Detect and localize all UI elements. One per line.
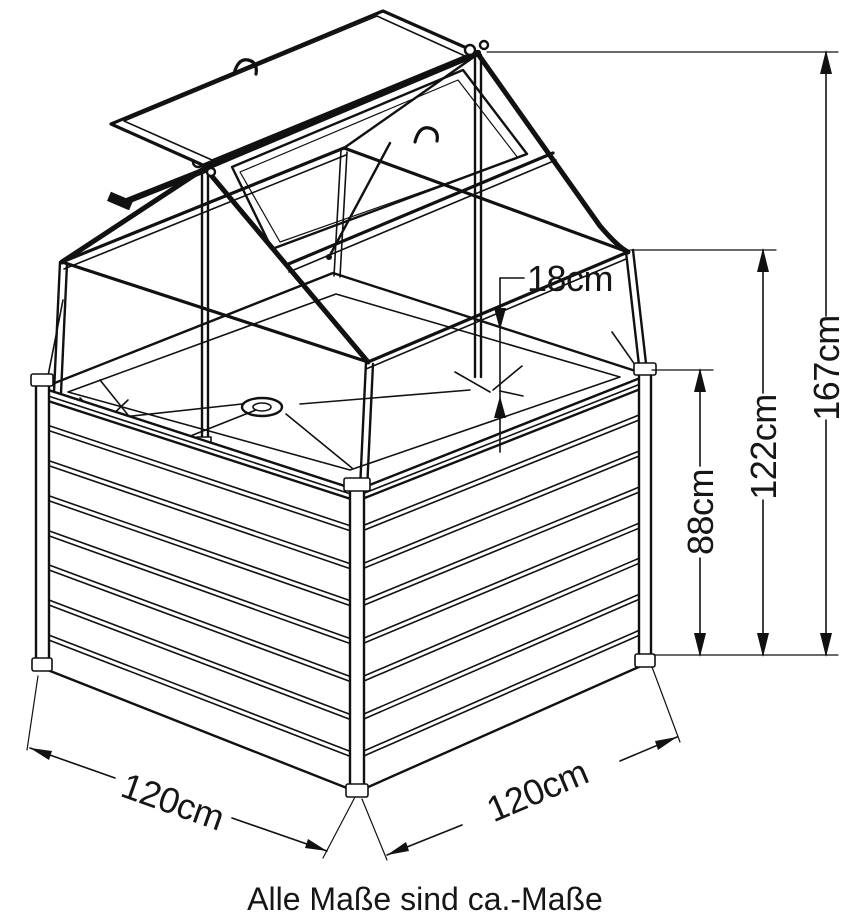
dimension-122cm: 122cm (629, 248, 784, 657)
hinge-knob (478, 39, 490, 51)
roof-window-closed (230, 68, 529, 251)
dimension-88cm: 88cm (651, 368, 721, 657)
dimension-label-88cm: 88cm (680, 469, 721, 555)
dimension-167cm: 167cm (486, 50, 847, 657)
dimension-label-122cm: 122cm (743, 394, 784, 500)
corner-post-left (34, 378, 51, 670)
dimension-label-120cm-right: 120cm (481, 751, 594, 830)
open-window-handle (232, 58, 258, 76)
hinge-knob (463, 43, 477, 57)
window-stay-arm (327, 141, 392, 259)
dimension-label-18cm: 18cm (527, 258, 613, 299)
prop-bar-end-cap (107, 191, 133, 211)
corner-post-front (348, 487, 366, 795)
drain-hole (240, 396, 284, 418)
corner-post-right (637, 369, 653, 665)
closed-window-handle (413, 126, 439, 144)
roof-window-open (109, 9, 490, 260)
dimension-18cm: 18cm (494, 258, 614, 453)
dimension-label-120cm-left: 120cm (116, 765, 229, 839)
dimension-label-167cm: 167cm (806, 315, 847, 421)
caption: Alle Maße sind ca.-Maße (247, 881, 603, 917)
raised-bed-box (30, 362, 657, 798)
